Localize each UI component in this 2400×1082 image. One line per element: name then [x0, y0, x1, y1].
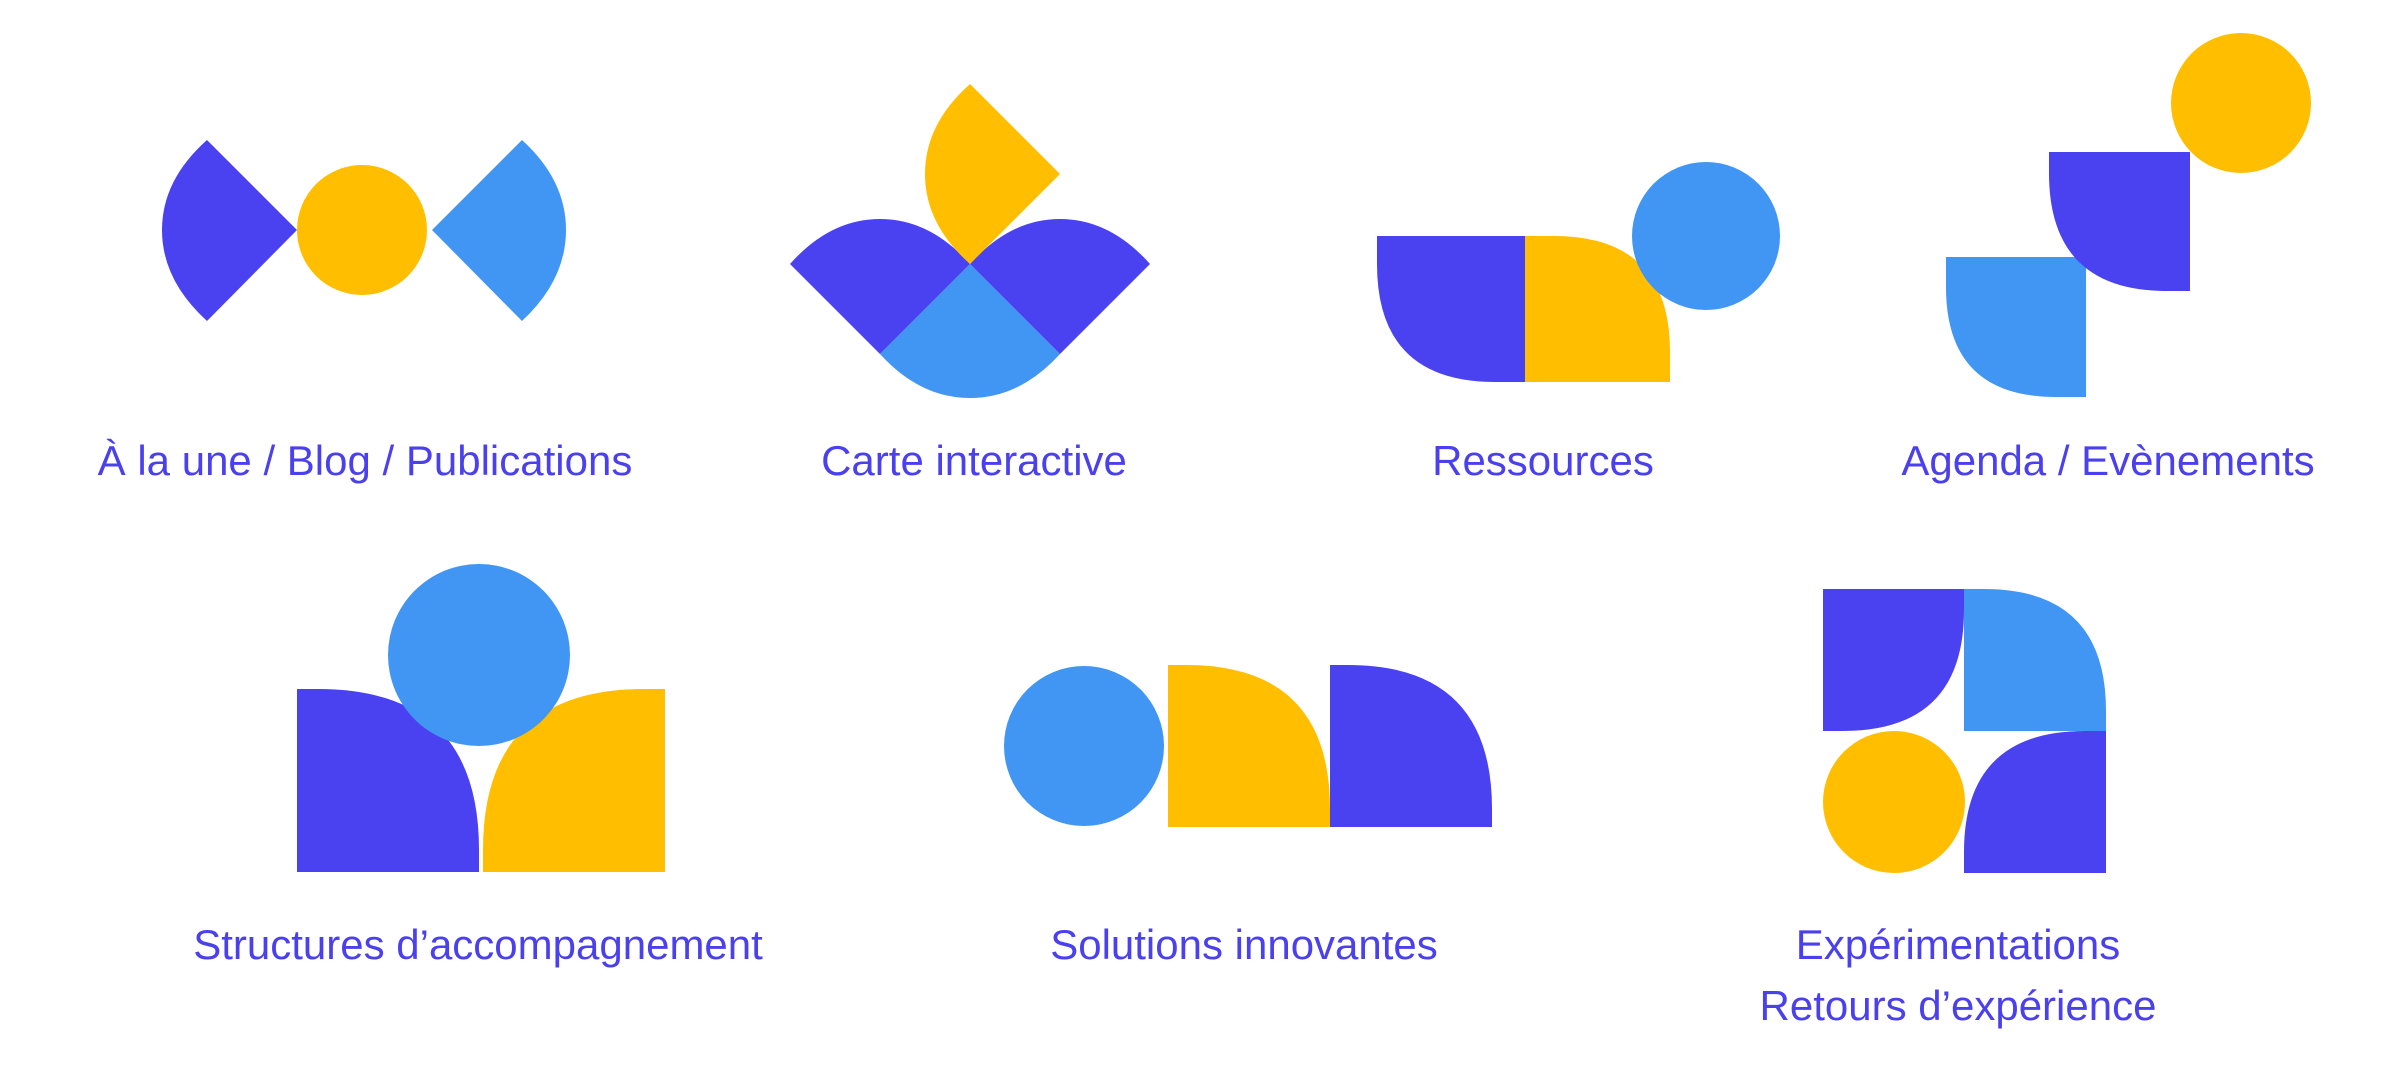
- blue-quarter: [1946, 257, 2086, 397]
- blue-circle: [1632, 162, 1780, 310]
- yellow-circle: [1823, 731, 1965, 873]
- yellow-quarter: [1525, 236, 1670, 382]
- label-publications[interactable]: À la une / Blog / Publications: [97, 437, 633, 484]
- label-experimentations[interactable]: Expérimentations: [1795, 921, 2121, 968]
- support-structures-icon[interactable]: [297, 564, 665, 872]
- blue-circle: [1004, 666, 1164, 826]
- label-resources[interactable]: Ressources: [1432, 437, 1654, 484]
- yellow-circle: [2171, 33, 2311, 173]
- map-icon[interactable]: [790, 84, 1150, 398]
- yellow-quarter: [1168, 665, 1330, 827]
- yellow-quarter: [483, 689, 665, 872]
- experimentations-icon[interactable]: [1823, 589, 2106, 873]
- resources-icon[interactable]: [1377, 162, 1780, 382]
- yellow-circle: [297, 165, 427, 295]
- label-experience-feedback[interactable]: Retours d’expérience: [1759, 982, 2157, 1029]
- violet-quarter: [1330, 665, 1492, 827]
- blue-quarter: [1964, 589, 2106, 731]
- label-support-structures[interactable]: Structures d’accompagnement: [193, 921, 763, 968]
- violet-left-leaf: [790, 219, 970, 354]
- violet-quarter: [297, 689, 479, 872]
- violet-quarter: [1823, 589, 1964, 731]
- publications-icon[interactable]: [162, 140, 566, 321]
- blue-wedge: [432, 140, 566, 321]
- violet-quarter: [1377, 236, 1525, 382]
- violet-quarter: [2049, 152, 2190, 291]
- violet-right-leaf: [970, 219, 1150, 354]
- violet-wedge: [162, 140, 297, 321]
- yellow-top-leaf: [925, 84, 1060, 264]
- blue-circle: [388, 564, 570, 746]
- innovative-solutions-icon[interactable]: [1004, 665, 1492, 827]
- blue-bottom-leaf: [880, 264, 1060, 398]
- agenda-icon[interactable]: [1946, 33, 2311, 397]
- label-agenda-events[interactable]: Agenda / Evènements: [1901, 437, 2315, 484]
- label-interactive-map[interactable]: Carte interactive: [821, 437, 1127, 484]
- violet-quarter-bottom: [1964, 731, 2106, 873]
- label-innovative-solutions[interactable]: Solutions innovantes: [1050, 921, 1438, 968]
